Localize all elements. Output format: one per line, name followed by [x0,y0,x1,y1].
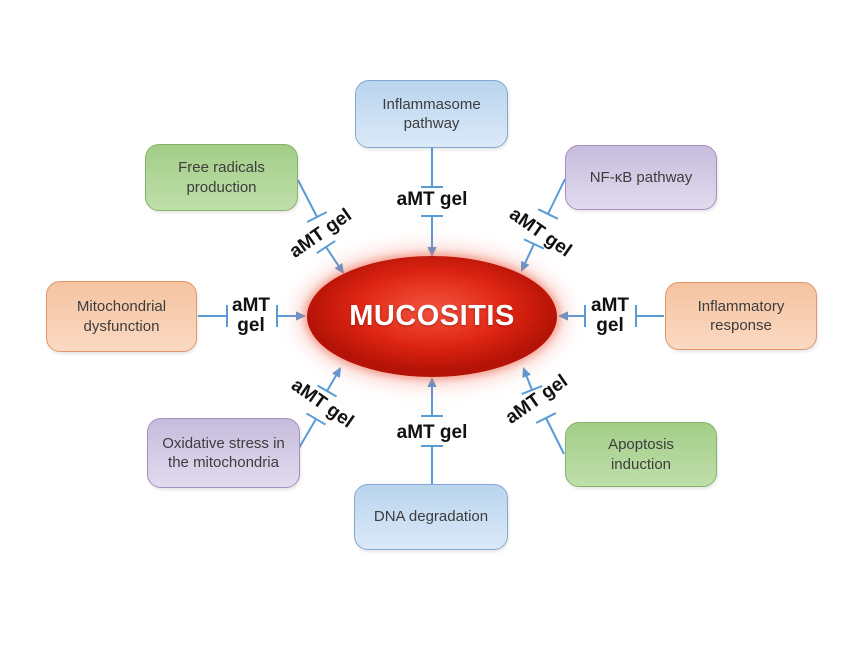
node-mitochondrial-dysfunction: Mitochondrial dysfunction [46,281,197,352]
node-oxidative-stress: Oxidative stress in the mitochondria [147,418,300,488]
node-free-radicals-production: Free radicals production [145,144,298,211]
node-label: DNA degradation [373,508,489,526]
center-ellipse: MUCOSITIS [307,256,557,377]
inhibitor-label-left: aMT gel [232,295,270,336]
node-label: Mitochondrial dysfunction [76,298,167,335]
node-nfkb-pathway: NF-κB pathway [565,145,717,210]
node-label: NF-κB pathway [589,168,693,186]
node-label: Inflammasome pathway [382,95,481,132]
node-dna-degradation: DNA degradation [354,484,508,550]
node-label: Apoptosis induction [608,436,674,473]
center-label: MUCOSITIS [349,300,515,332]
node-label: Free radicals production [178,159,265,196]
node-inflammasome-pathway: Inflammasome pathway [355,80,508,148]
inhibitor-label-right: aMT gel [591,295,629,336]
inhibitor-label-bottom: aMT gel [396,422,468,443]
node-inflammatory-response: Inflammatory response [665,282,817,350]
node-apoptosis-induction: Apoptosis induction [565,422,717,487]
node-label: Inflammatory response [697,297,785,334]
node-label: Oxidative stress in the mitochondria [162,434,285,471]
inhibitor-label-top: aMT gel [396,189,468,210]
